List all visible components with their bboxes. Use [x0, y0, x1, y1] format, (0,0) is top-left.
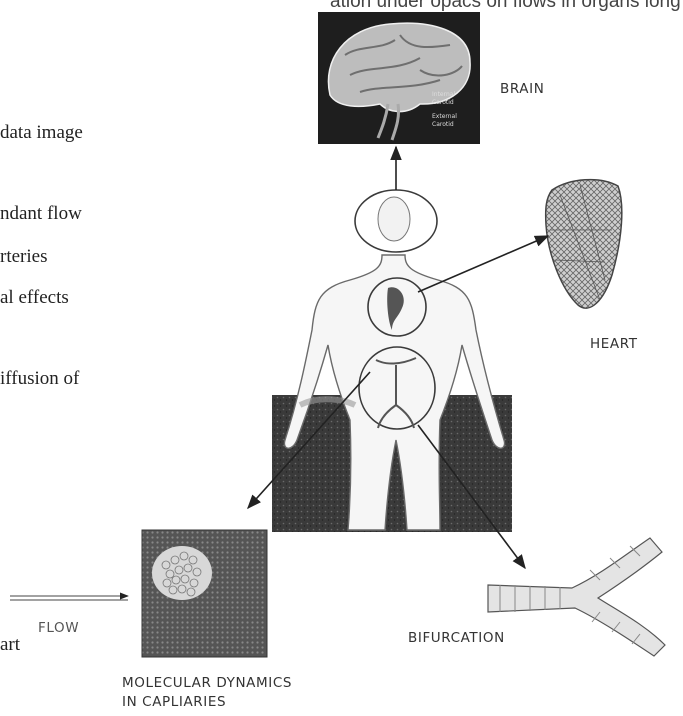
brain-label-external: External — [432, 113, 457, 120]
heart-label: HEART — [590, 336, 638, 352]
molecular-dynamics-label-1: MOLECULAR DYNAMICS — [122, 675, 292, 691]
bifurcation-image — [488, 538, 665, 656]
flow-label: FLOW — [38, 620, 79, 636]
brain-label: BRAIN — [500, 81, 544, 97]
arrow-to-heart — [418, 236, 548, 292]
brain-label-carotid-2: Carotid — [432, 121, 454, 128]
heart-image — [546, 180, 622, 309]
brain-image: Internal Carotid External Carotid — [318, 12, 480, 144]
brain-label-internal: Internal — [432, 91, 455, 98]
head-shape — [378, 197, 410, 241]
molecular-dynamics-label-2: IN CAPLIARIES — [122, 694, 226, 710]
bifurcation-label: BIFURCATION — [408, 630, 505, 646]
capillary-molecular-image — [142, 530, 267, 657]
brain-label-carotid-1: Carotid — [432, 99, 454, 106]
